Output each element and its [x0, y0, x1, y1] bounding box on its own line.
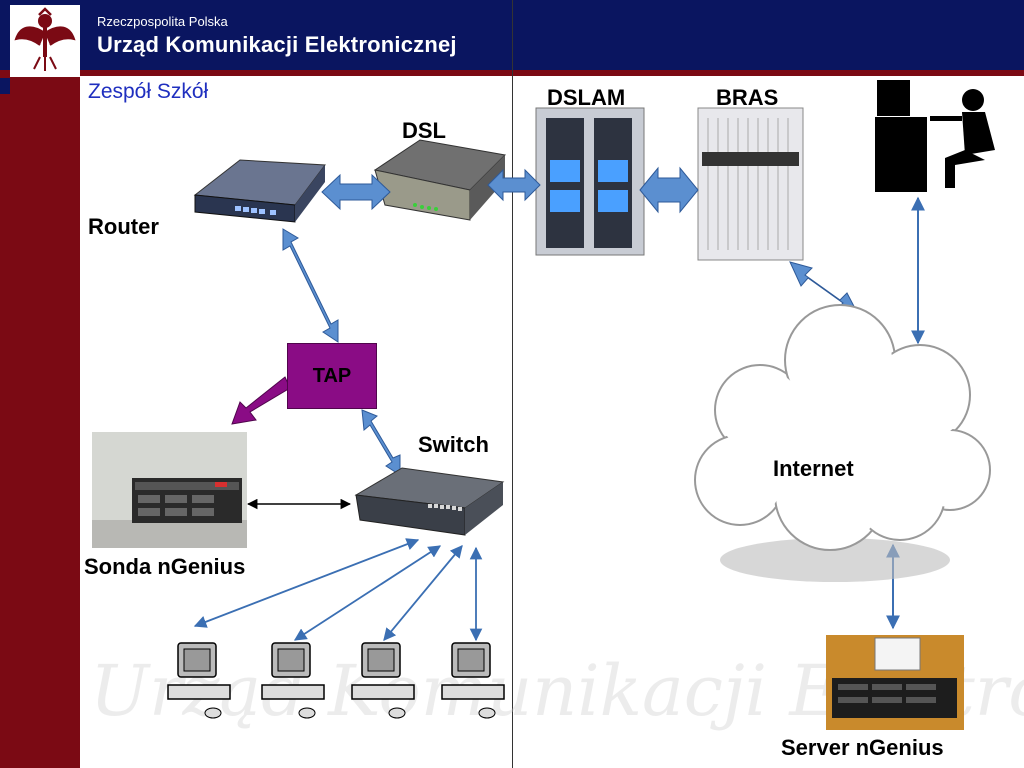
- router-tap-link: [282, 228, 339, 343]
- pc3-link: [383, 545, 463, 641]
- tap-node: TAP: [287, 343, 377, 409]
- left-sidebar-band: [0, 0, 80, 768]
- tap-switch-link: [361, 409, 401, 476]
- bras-label: BRAS: [716, 85, 779, 110]
- polish-eagle-icon: [14, 7, 76, 71]
- switch-icon: [354, 467, 505, 536]
- switch-label: Switch: [418, 432, 489, 457]
- internet-label: Internet: [773, 456, 854, 481]
- dsl-modem-icon: [367, 135, 507, 225]
- header-red-line: [80, 70, 1024, 76]
- desktop-pc-icon: [167, 642, 231, 719]
- router-icon: [190, 140, 326, 235]
- vertical-divider: [512, 0, 513, 768]
- server-icon: [826, 635, 964, 730]
- desktop-pc-icon: [261, 642, 325, 719]
- dsl-label: DSL: [402, 118, 446, 143]
- tap-sonda-arrow: [231, 376, 291, 425]
- emblem-box: [10, 5, 80, 77]
- institution-name: Urząd Komunikacji Elektronicznej: [97, 32, 457, 57]
- cloud-icon: [694, 304, 991, 582]
- probe-server-icon: [92, 432, 247, 548]
- switch-pc-links: [193, 538, 483, 642]
- desktop-pc-icon: [441, 642, 505, 719]
- sonda-label: Sonda nGenius: [84, 554, 246, 579]
- header-blue-tab: [0, 78, 10, 94]
- user-workstation-icon: [875, 80, 995, 192]
- dslam-rack-icon: [535, 107, 645, 256]
- server-label: Server nGenius: [781, 735, 944, 760]
- dslam-label: DSLAM: [547, 85, 626, 110]
- router-dsl-link: [321, 173, 391, 211]
- slide-subtitle: Zespół Szkół: [88, 80, 209, 103]
- dsl-dslam-link: [487, 168, 541, 202]
- router-label: Router: [88, 214, 159, 239]
- desktop-pc-icon: [351, 642, 415, 719]
- bras-chassis-icon: [697, 107, 804, 261]
- dslam-bras-link: [639, 166, 699, 214]
- country-name: Rzeczpospolita Polska: [97, 14, 228, 29]
